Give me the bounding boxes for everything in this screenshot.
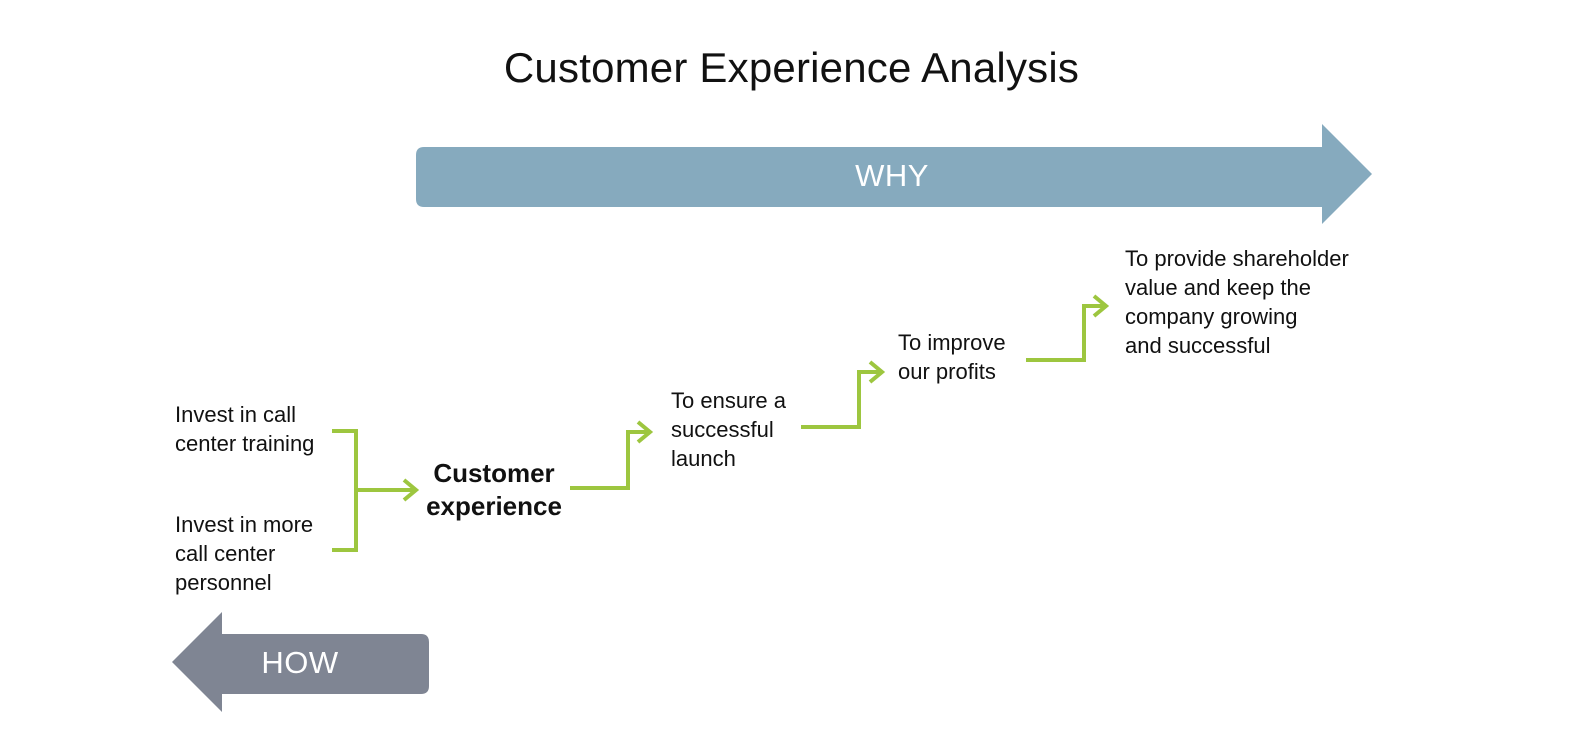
connector-to-successful-launch [570,430,648,490]
how-arrow [172,612,429,712]
arrowhead-successful-launch [636,420,654,444]
connector-to-shareholder-value [1026,304,1104,362]
node-successful-launch: To ensure a successful launch [671,388,786,471]
connector-to-improve-profits [801,370,880,429]
diagram-title: Customer Experience Analysis [503,44,1080,91]
arrowhead-shareholder-value [1092,294,1110,318]
node-improve-profits: To improve our profits [898,330,1006,384]
arrowhead-improve-profits [868,360,886,384]
node-invest-personnel: Invest in more call center personnel [175,512,314,595]
node-customer-experience: Customer experience [426,458,562,521]
why-label: WHY [855,158,929,193]
how-label: HOW [261,645,339,680]
why-arrow [416,124,1372,224]
bracket-connector [332,429,358,552]
node-invest-training: Invest in call center training [175,402,315,456]
node-shareholder-value: To provide shareholder value and keep th… [1125,246,1349,358]
arrowhead-customer-experience [402,478,420,502]
